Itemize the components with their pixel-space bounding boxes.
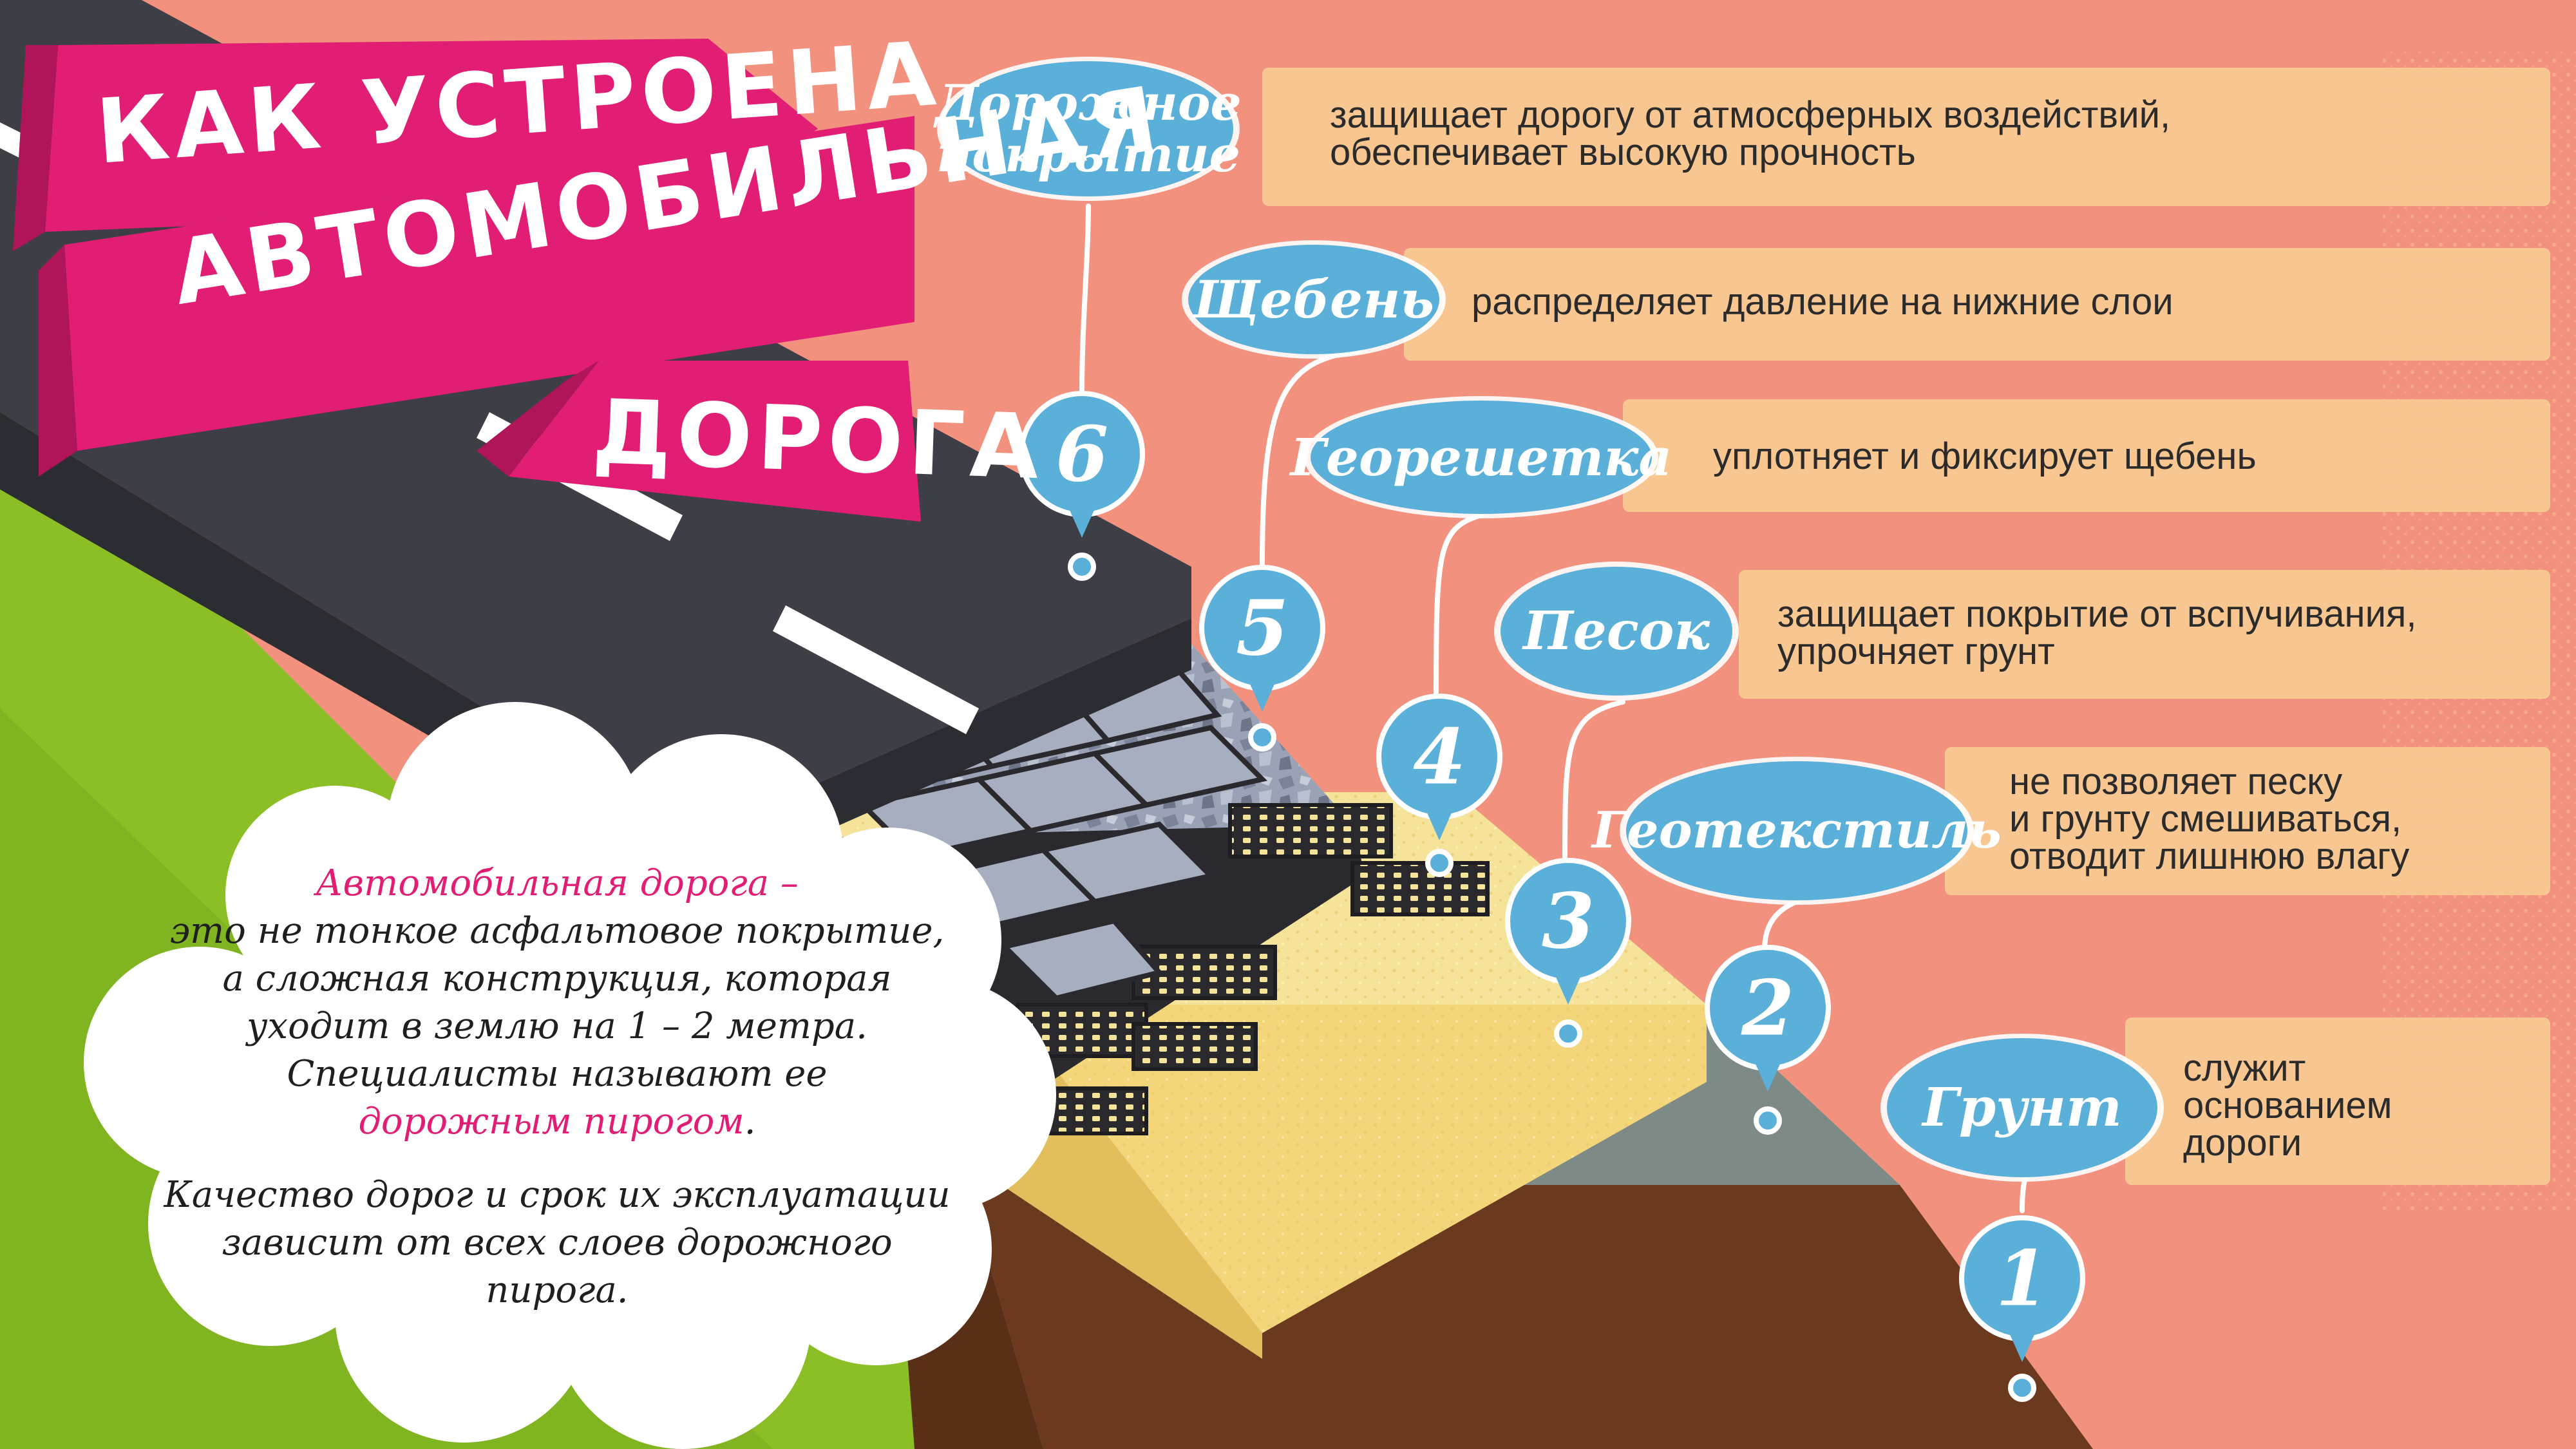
layer-1-description: служит основанием дороги xyxy=(2183,1047,2392,1164)
info-line: зависит от всех слоев дорожного xyxy=(222,1222,893,1264)
title-line-3: ДОРОГА xyxy=(591,380,1046,500)
layer-1-number: 1 xyxy=(1995,1233,2049,1323)
layer-5-number: 5 xyxy=(1235,583,1289,673)
layer-6-number: 6 xyxy=(1055,409,1109,499)
info-highlight: дорожным пирогом xyxy=(358,1101,744,1142)
info-line: Специалисты называют ее xyxy=(287,1053,828,1095)
info-heading: Автомобильная дорога – xyxy=(316,862,799,904)
description-bands xyxy=(1262,52,2576,1211)
layer-4-name: Георешетка xyxy=(1290,427,1672,488)
info-line: уходит в землю на 1 – 2 метра. xyxy=(247,1005,867,1047)
layer-3-name: Песок xyxy=(1523,600,1710,662)
layer-3-description: защищает покрытие от вспучивания, упрочн… xyxy=(1777,593,2417,672)
info-highlight-line: дорожным пирогом. xyxy=(148,1098,966,1146)
info-line: пирога. xyxy=(486,1269,629,1311)
info-highlight-suffix: . xyxy=(744,1101,756,1142)
layer-1-name: Грунт xyxy=(1922,1077,2122,1139)
number-pins xyxy=(1019,391,2085,1402)
layer-2-number: 2 xyxy=(1741,963,1795,1053)
info-line: Качество дорог и срок их эксплуатации xyxy=(164,1174,951,1216)
layer-4-number: 4 xyxy=(1412,712,1466,802)
info-line: это не тонкое асфальтовое покрытие, xyxy=(169,910,945,952)
info-text: Автомобильная дорога – это не тонкое асф… xyxy=(148,860,966,1314)
layer-6-description: защищает дорогу от атмосферных воздейств… xyxy=(1330,94,2171,173)
layer-4-description: уплотняет и фиксирует щебень xyxy=(1713,435,2257,477)
layer-5-name: Щебень xyxy=(1193,269,1435,330)
layer-3-number: 3 xyxy=(1541,876,1595,966)
layer-5-description: распределяет давление на нижние слои xyxy=(1472,281,2174,323)
layer-2-description: не позволяет песку и грунту смешиваться,… xyxy=(2009,761,2410,877)
title-ribbons xyxy=(13,39,921,522)
layer-bubbles xyxy=(937,57,2164,1182)
layer-2-name: Геотекстиль xyxy=(1592,801,2002,860)
info-line: а сложная конструкция, которая xyxy=(222,958,892,999)
info-cloud xyxy=(84,702,1056,1449)
layer-6-name: Дорожное покрытие xyxy=(935,74,1242,183)
